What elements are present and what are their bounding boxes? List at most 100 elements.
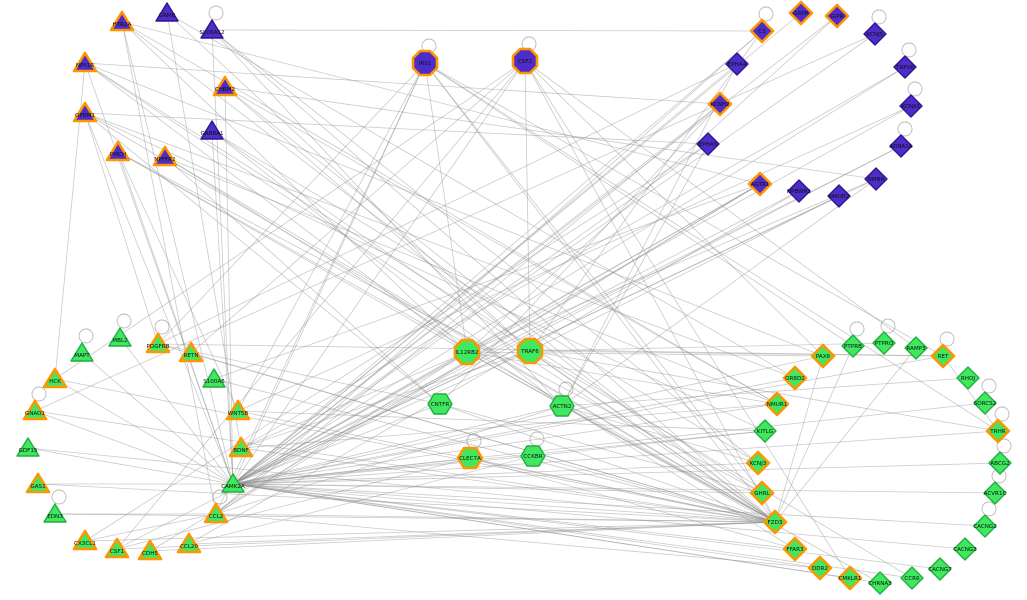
node-HTR2A[interactable]: HTR2A: [109, 10, 135, 32]
node-GHRL[interactable]: GHRL: [749, 480, 775, 506]
diamond-node-shape[interactable]: [788, 0, 814, 26]
diamond-node-shape[interactable]: [747, 171, 773, 197]
node-WNT5B[interactable]: WNT5B: [225, 399, 251, 421]
node-TRHR[interactable]: TRHR: [985, 418, 1011, 444]
node-ACVR1C[interactable]: ACVR1C: [983, 481, 1007, 505]
triangle-node-shape[interactable]: [72, 101, 98, 123]
node-KITLG[interactable]: KITLG: [753, 419, 777, 443]
octagon-node-shape[interactable]: [511, 47, 539, 75]
node-SLC6A12[interactable]: SLC6A12: [199, 19, 225, 39]
triangle-node-shape[interactable]: [178, 341, 204, 363]
node-GAS1[interactable]: GAS1: [25, 472, 51, 494]
triangle-node-shape[interactable]: [228, 436, 254, 458]
node-GABRA1[interactable]: GABRA1: [200, 120, 224, 140]
node-GRPR[interactable]: GRPR: [788, 0, 814, 26]
diamond-node-shape[interactable]: [782, 365, 808, 391]
diamond-node-shape[interactable]: [707, 91, 733, 117]
triangle-node-shape[interactable]: [108, 327, 132, 347]
diamond-node-shape[interactable]: [904, 336, 928, 360]
triangle-node-shape[interactable]: [152, 145, 178, 167]
node-TRAF6[interactable]: TRAF6: [516, 337, 544, 365]
triangle-node-shape[interactable]: [105, 140, 131, 162]
node-RHOJ[interactable]: RHOJ: [956, 366, 980, 390]
node-CLEC7A[interactable]: CLEC7A: [456, 446, 484, 470]
hexagon-node-shape[interactable]: [456, 446, 484, 470]
diamond-node-shape[interactable]: [841, 334, 865, 358]
triangle-node-shape[interactable]: [200, 120, 224, 140]
diamond-node-shape[interactable]: [973, 391, 997, 415]
diamond-node-shape[interactable]: [928, 557, 952, 581]
node-NMUR1[interactable]: NMUR1: [764, 391, 790, 417]
node-HCK[interactable]: HCK: [42, 367, 68, 389]
hexagon-node-shape[interactable]: [520, 445, 546, 467]
node-ADRA1A[interactable]: ADRA1A: [889, 134, 913, 158]
node-IL12RB2[interactable]: IL12RB2: [453, 338, 481, 366]
node-TRPV6[interactable]: TRPV6: [893, 55, 917, 79]
node-GIPR[interactable]: GIPR: [824, 3, 850, 29]
node-NPBWR1[interactable]: NPBWR1: [787, 179, 812, 203]
diamond-node-shape[interactable]: [864, 167, 888, 191]
triangle-node-shape[interactable]: [25, 472, 51, 494]
diamond-node-shape[interactable]: [787, 179, 811, 203]
node-AGTR1[interactable]: AGTR1: [747, 171, 773, 197]
node-FFAR3[interactable]: FFAR3: [782, 536, 808, 562]
node-CX3CL1[interactable]: CX3CL1: [72, 529, 98, 551]
triangle-node-shape[interactable]: [155, 2, 179, 22]
diamond-node-shape[interactable]: [762, 509, 788, 535]
node-MBL2[interactable]: MBL2: [108, 327, 132, 347]
node-SORCS2[interactable]: SORCS2: [973, 391, 997, 415]
diamond-node-shape[interactable]: [749, 18, 775, 44]
triangle-node-shape[interactable]: [104, 537, 130, 559]
triangle-node-shape[interactable]: [145, 332, 171, 354]
node-KCNJ3[interactable]: KCNJ3: [745, 450, 771, 476]
diamond-node-shape[interactable]: [868, 571, 892, 595]
node-DDR2[interactable]: DDR2: [807, 555, 833, 581]
node-GNAO1[interactable]: GNAO1: [22, 399, 48, 421]
node-CDH5[interactable]: CDH5: [137, 539, 163, 561]
diamond-node-shape[interactable]: [696, 132, 720, 156]
node-CACNG3[interactable]: CACNG3: [953, 537, 977, 561]
triangle-node-shape[interactable]: [212, 75, 238, 97]
octagon-node-shape[interactable]: [453, 338, 481, 366]
triangle-node-shape[interactable]: [221, 473, 245, 493]
diamond-node-shape[interactable]: [985, 418, 1011, 444]
node-GDF15[interactable]: GDF15: [16, 437, 40, 457]
triangle-node-shape[interactable]: [203, 502, 229, 524]
hexagon-node-shape[interactable]: [549, 395, 575, 417]
diamond-node-shape[interactable]: [810, 343, 836, 369]
diamond-node-shape[interactable]: [745, 450, 771, 476]
node-ACTN2[interactable]: ACTN2: [549, 395, 575, 417]
node-CCKBR[interactable]: CCKBR: [520, 445, 546, 467]
node-NMBR[interactable]: NMBR: [864, 167, 888, 191]
octagon-node-shape[interactable]: [516, 337, 544, 365]
diamond-node-shape[interactable]: [983, 481, 1007, 505]
node-RETN[interactable]: RETN: [178, 341, 204, 363]
triangle-node-shape[interactable]: [202, 368, 226, 388]
node-CHRM2[interactable]: CHRM2: [212, 75, 238, 97]
triangle-node-shape[interactable]: [225, 399, 251, 421]
node-PMCH[interactable]: PMCH: [105, 140, 131, 162]
node-MAPT[interactable]: MAPT: [70, 342, 94, 362]
node-IRS1[interactable]: IRS1: [411, 49, 439, 77]
node-OR8D2[interactable]: OR8D2: [782, 365, 808, 391]
node-PTPRB[interactable]: PTPRB: [841, 334, 865, 358]
node-NMUR2[interactable]: NMUR2: [827, 184, 851, 208]
triangle-node-shape[interactable]: [72, 529, 98, 551]
diamond-node-shape[interactable]: [988, 451, 1012, 475]
diamond-node-shape[interactable]: [764, 391, 790, 417]
triangle-node-shape[interactable]: [176, 532, 202, 554]
triangle-node-shape[interactable]: [22, 399, 48, 421]
node-ABCG2[interactable]: ABCG2: [988, 451, 1012, 475]
triangle-node-shape[interactable]: [109, 10, 135, 32]
diamond-node-shape[interactable]: [824, 3, 850, 29]
triangle-node-shape[interactable]: [137, 539, 163, 561]
diamond-node-shape[interactable]: [900, 566, 924, 590]
triangle-node-shape[interactable]: [70, 342, 94, 362]
node-KCNJ5[interactable]: KCNJ5: [863, 22, 887, 46]
octagon-node-shape[interactable]: [411, 49, 439, 77]
diamond-node-shape[interactable]: [930, 343, 956, 369]
node-FZD3[interactable]: FZD3: [762, 509, 788, 535]
diamond-node-shape[interactable]: [893, 55, 917, 79]
node-RET[interactable]: RET: [930, 343, 956, 369]
node-PDGFRB[interactable]: PDGFRB: [145, 332, 171, 354]
